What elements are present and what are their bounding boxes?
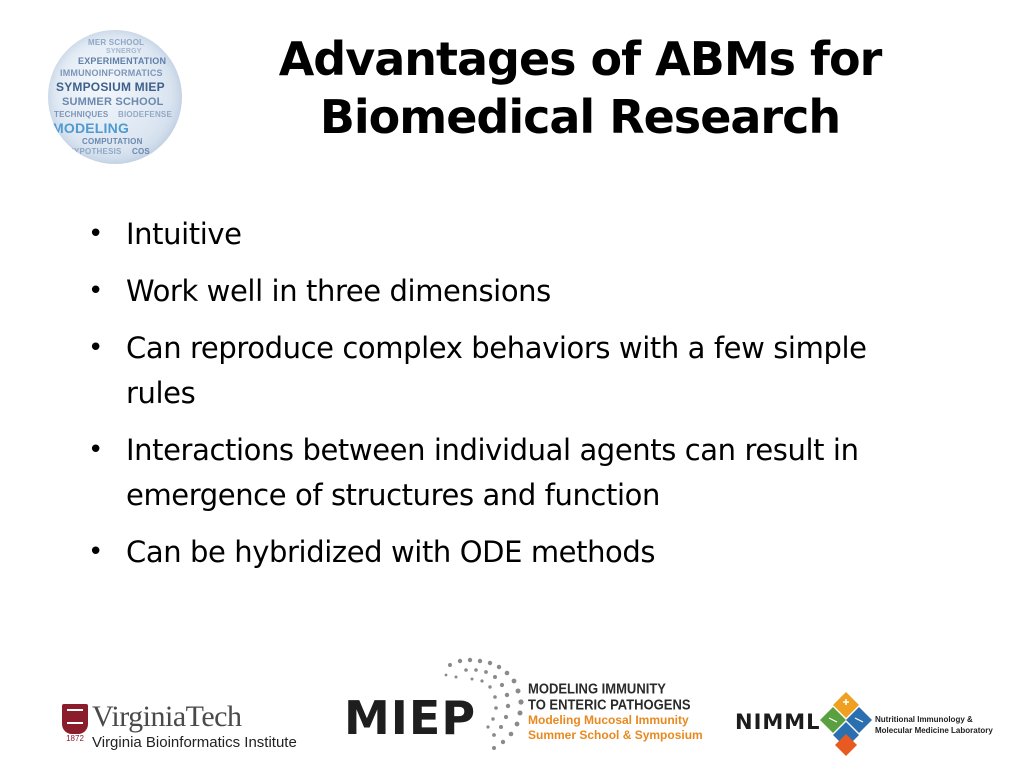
virginia-tech-logo: 1872 VirginiaTech Virginia Bioinformatic… xyxy=(60,700,320,756)
nimml-desc-line-2: Molecular Medicine Laboratory xyxy=(875,726,993,735)
globe-word: COMPUTATION xyxy=(82,137,143,146)
miep-line-3: Modeling Mucosal Immunity xyxy=(528,713,689,727)
symposium-globe-logo: MER SCHOOL SYNERGY EXPERIMENTATION IMMUN… xyxy=(48,30,182,164)
globe-word: SUMMER SCHOOL xyxy=(62,96,164,108)
nimml-diamond-icon xyxy=(820,692,872,756)
bullet-text: Can reproduce complex behaviors with a f… xyxy=(126,331,867,410)
bullet-item: • Work well in three dimensions xyxy=(82,269,942,314)
miep-dots-icon xyxy=(444,657,524,750)
bullet-text: Work well in three dimensions xyxy=(126,274,551,308)
globe-word: SYNERGY xyxy=(106,48,142,55)
bullet-item: • Interactions between individual agents … xyxy=(82,428,942,518)
nimml-logo: NIMML Nutritional Immunology & Molecular… xyxy=(735,690,995,760)
nimml-desc-line-1: Nutritional Immunology & xyxy=(875,715,973,724)
miep-text-block: MODELING IMMUNITY TO ENTERIC PATHOGENS M… xyxy=(528,680,703,743)
miep-wordmark: MIEP xyxy=(344,691,477,745)
bullet-item: • Can be hybridized with ODE methods xyxy=(82,530,942,575)
globe-word: EXPERIMENTATION xyxy=(78,56,167,66)
globe-word: SYMPOSIUM MIEP xyxy=(56,80,165,94)
globe-word: MER SCHOOL xyxy=(88,38,145,47)
vt-year: 1872 xyxy=(66,734,84,743)
miep-logo: MIEP MODELING IMMUNITY TO ENTERIC PATHOG… xyxy=(340,655,720,755)
globe-word: TECHNIQUES xyxy=(54,110,109,119)
bullet-text: Interactions between individual agents c… xyxy=(126,433,859,512)
bullet-text: Can be hybridized with ODE methods xyxy=(126,535,656,569)
miep-line-4: Summer School & Symposium xyxy=(528,728,703,742)
bullet-dot-icon: • xyxy=(88,537,103,567)
globe-word: HYPOTHESIS xyxy=(68,147,122,156)
vt-shield-icon xyxy=(62,704,88,734)
bullet-text: Intuitive xyxy=(126,217,242,251)
globe-word: COS xyxy=(132,147,150,156)
bullet-item: • Can reproduce complex behaviors with a … xyxy=(82,326,942,416)
vt-subtitle: Virginia Bioinformatics Institute xyxy=(92,734,297,751)
bullet-dot-icon: • xyxy=(88,333,103,363)
slide-title: Advantages of ABMs for Biomedical Resear… xyxy=(230,30,930,146)
nimml-wordmark: NIMML xyxy=(735,710,821,734)
miep-line-2: TO ENTERIC PATHOGENS xyxy=(528,696,691,713)
bullet-list: • Intuitive • Work well in three dimension… xyxy=(82,212,942,587)
globe-word: IMMUNOINFORMATICS xyxy=(60,68,163,78)
vt-name: VirginiaTech xyxy=(92,700,242,733)
title-line-2: Biomedical Research xyxy=(319,90,841,144)
bullet-dot-icon: • xyxy=(88,219,103,249)
title-line-1: Advantages of ABMs for xyxy=(278,32,883,86)
miep-line-1: MODELING IMMUNITY xyxy=(528,680,666,697)
globe-word: MODELING xyxy=(52,120,130,136)
nimml-description: Nutritional Immunology & Molecular Medic… xyxy=(875,714,993,736)
bullet-dot-icon: • xyxy=(88,276,103,306)
globe-word: BIODEFENSE xyxy=(118,110,173,119)
bullet-item: • Intuitive xyxy=(82,212,942,257)
bullet-dot-icon: • xyxy=(88,435,103,465)
